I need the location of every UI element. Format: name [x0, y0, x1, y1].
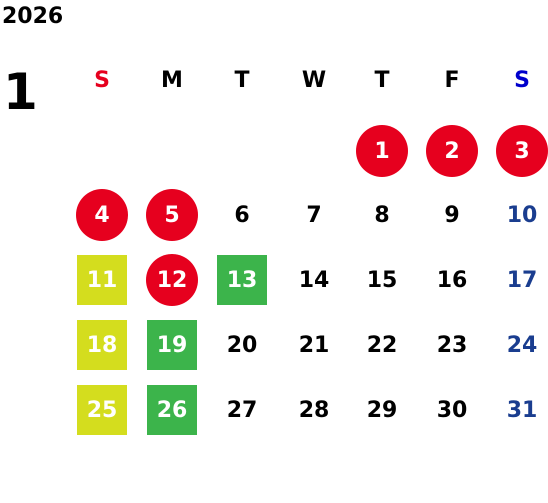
- day-13: 13: [217, 255, 267, 305]
- day-5: 5: [146, 189, 198, 241]
- day-31: 31: [506, 397, 538, 423]
- weekday-sun: S: [94, 68, 110, 93]
- day-18: 18: [77, 320, 127, 370]
- day-25: 25: [77, 385, 127, 435]
- day-6: 6: [234, 202, 250, 228]
- day-2: 2: [426, 125, 478, 177]
- day-14: 14: [298, 267, 330, 293]
- day-16: 16: [436, 267, 468, 293]
- day-26: 26: [147, 385, 197, 435]
- day-24: 24: [506, 332, 538, 358]
- weekday-mon: M: [161, 68, 183, 93]
- month-number: 1: [3, 63, 38, 121]
- day-19: 19: [147, 320, 197, 370]
- weekday-wed: W: [301, 68, 327, 93]
- day-30: 30: [436, 397, 468, 423]
- weekday-tue: T: [234, 68, 250, 93]
- day-8: 8: [374, 202, 390, 228]
- day-20: 20: [226, 332, 258, 358]
- day-4: 4: [76, 189, 128, 241]
- weekday-sat: S: [514, 68, 530, 93]
- day-9: 9: [444, 202, 460, 228]
- day-29: 29: [366, 397, 398, 423]
- weekday-fri: F: [444, 68, 460, 93]
- day-12: 12: [146, 254, 198, 306]
- weekday-thu: T: [374, 68, 390, 93]
- day-28: 28: [298, 397, 330, 423]
- day-27: 27: [226, 397, 258, 423]
- year-label: 2026: [2, 4, 64, 29]
- day-15: 15: [366, 267, 398, 293]
- day-7: 7: [306, 202, 322, 228]
- day-17: 17: [506, 267, 538, 293]
- day-10: 10: [506, 202, 538, 228]
- day-11: 11: [77, 255, 127, 305]
- day-1: 1: [356, 125, 408, 177]
- day-21: 21: [298, 332, 330, 358]
- day-3: 3: [496, 125, 548, 177]
- day-23: 23: [436, 332, 468, 358]
- day-22: 22: [366, 332, 398, 358]
